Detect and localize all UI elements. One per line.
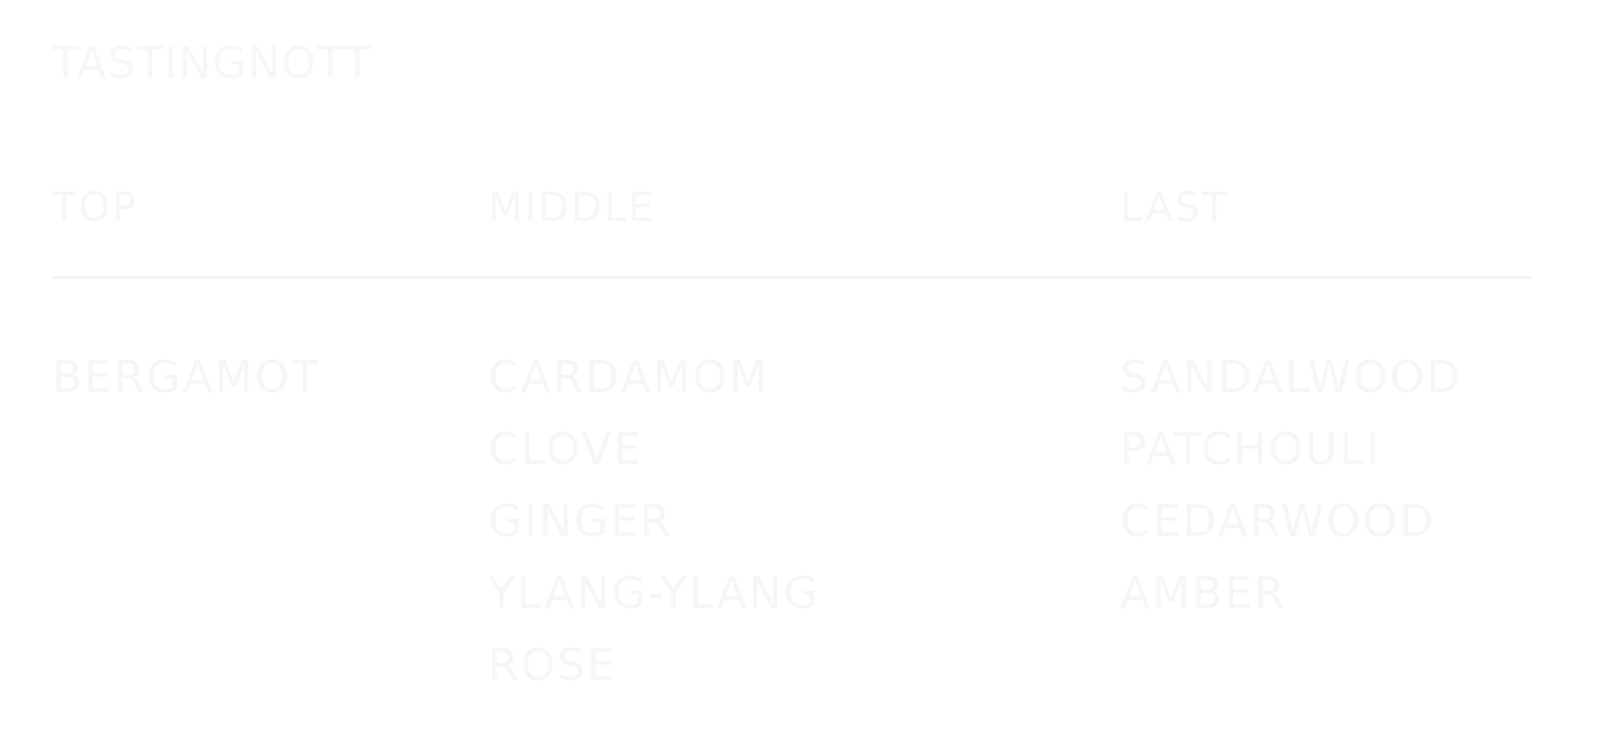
top-notes-list: BERGAMOT	[52, 342, 320, 414]
list-item: CLOVE	[488, 424, 644, 475]
column-heading-top: TOP	[52, 185, 139, 231]
list-item: AMBER	[1120, 568, 1287, 619]
last-notes-list: SANDALWOOD PATCHOULI CEDARWOOD AMBER	[1120, 342, 1462, 630]
list-item: ROSE	[488, 640, 617, 691]
list-item: PATCHOULI	[1120, 424, 1381, 475]
list-item: GINGER	[488, 496, 673, 547]
list-item: BERGAMOT	[52, 352, 321, 403]
column-heading-last: LAST	[1120, 185, 1229, 231]
column-heading-middle: MIDDLE	[488, 185, 656, 231]
list-item: CEDARWOOD	[1120, 496, 1436, 547]
middle-notes-list: CARDAMOM CLOVE GINGER YLANG-YLANG ROSE	[488, 342, 820, 702]
page-title: TASTINGNOTT	[52, 38, 372, 89]
list-item: YLANG-YLANG	[488, 568, 820, 619]
list-item: SANDALWOOD	[1120, 352, 1463, 403]
header-divider	[52, 276, 1532, 279]
list-item: CARDAMOM	[488, 352, 770, 403]
